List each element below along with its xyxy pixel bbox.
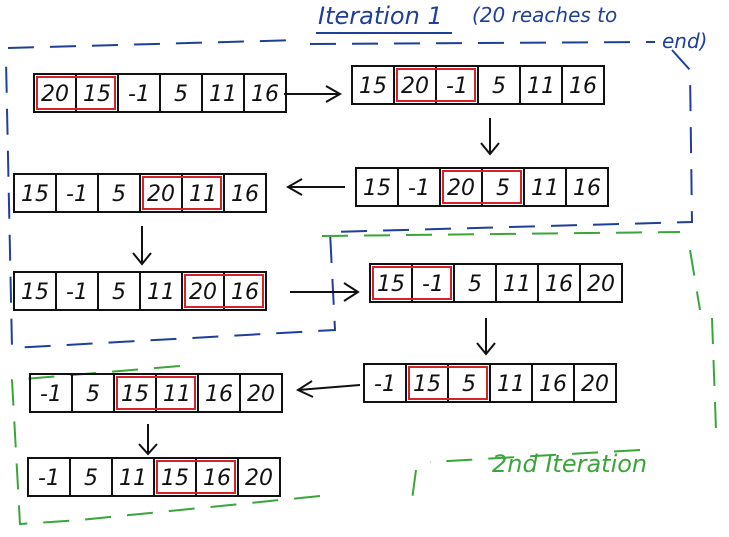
array-cell-value: 5 — [86, 382, 100, 407]
swap-highlight — [142, 176, 222, 210]
array-cell-value: 15 — [161, 466, 189, 491]
array-cell-value: 16 — [205, 382, 233, 407]
swap-highlight — [408, 366, 488, 400]
left-arrow-1 — [285, 178, 345, 196]
array-cell-value: -1 — [66, 182, 88, 207]
array-cell-value: 5 — [112, 280, 126, 305]
array-cell-value: -1 — [128, 82, 150, 107]
swap-highlight — [396, 68, 476, 102]
array-cell-value: -1 — [40, 382, 62, 407]
array-cell-value: 15 — [377, 272, 405, 297]
array-cell-value: 15 — [21, 280, 49, 305]
array-cell-value: 20 — [247, 382, 275, 407]
iteration1-region — [5, 39, 694, 350]
array-row: 15 20 -1 5 11 16 — [351, 65, 605, 105]
iteration1-title: Iteration 1 — [318, 2, 443, 30]
right-arrow-2 — [290, 282, 360, 302]
array-cell-value: 16 — [573, 176, 601, 201]
down-arrow-3 — [476, 318, 496, 356]
array-cell-value: -1 — [374, 372, 396, 397]
array-cell-value: 20 — [587, 272, 615, 297]
down-arrow-2 — [132, 226, 152, 266]
array-row: -1 5 11 15 16 20 — [27, 457, 281, 497]
array-cell-value: 5 — [174, 82, 188, 107]
swap-highlight — [156, 460, 236, 494]
array-row: 15 -1 5 11 16 20 — [369, 263, 623, 303]
array-cell-value: 11 — [209, 82, 237, 107]
array-cell-value: 11 — [527, 74, 555, 99]
array-row: 15 -1 20 5 11 16 — [355, 167, 609, 207]
array-cell-value: 5 — [112, 182, 126, 207]
iteration1-note: (20 reaches to — [472, 3, 617, 27]
array-cell-value: 16 — [231, 182, 259, 207]
array-cell-value: 11 — [497, 372, 525, 397]
array-cell-value: 11 — [503, 272, 531, 297]
right-arrow-1 — [284, 85, 343, 103]
array-cell-value: 16 — [203, 466, 231, 491]
down-arrow-4 — [138, 424, 158, 456]
array-cell-value: 16 — [545, 272, 573, 297]
array-cell-value: 5 — [496, 176, 510, 201]
iteration2-region — [10, 231, 717, 526]
swap-highlight — [442, 170, 522, 204]
array-cell-value: 15 — [413, 372, 441, 397]
swap-highlight — [36, 76, 116, 110]
array-cell-value: 5 — [468, 272, 482, 297]
array-cell-value: 11 — [147, 280, 175, 305]
array-cell-value: 16 — [539, 372, 567, 397]
array-cell-value: 20 — [401, 74, 429, 99]
array-row: -1 5 15 11 16 20 — [29, 373, 283, 413]
array-cell-value: 20 — [447, 176, 475, 201]
iteration1-note-end: end) — [662, 29, 707, 53]
left-arrow-2 — [295, 380, 361, 398]
down-arrow-1 — [480, 118, 500, 156]
array-row: 15 -1 5 20 11 16 — [13, 173, 267, 213]
array-row: -1 15 5 11 16 20 — [363, 363, 617, 403]
array-cell-value: 16 — [569, 74, 597, 99]
array-cell-value: 15 — [83, 82, 111, 107]
array-cell-value: 11 — [119, 466, 147, 491]
array-cell-value: 20 — [245, 466, 273, 491]
array-cell-value: 16 — [231, 280, 259, 305]
array-row: 15 -1 5 11 20 16 — [13, 271, 267, 311]
array-cell-value: 15 — [359, 74, 387, 99]
array-cell-value: 11 — [189, 182, 217, 207]
transition-arrows — [132, 85, 500, 456]
array-cell-value: 20 — [581, 372, 609, 397]
array-cell-value: 11 — [531, 176, 559, 201]
array-cell-value: 15 — [363, 176, 391, 201]
array-cell-value: 5 — [492, 74, 506, 99]
array-cell-value: -1 — [408, 176, 430, 201]
array-cell-value: 20 — [41, 82, 69, 107]
array-cell-value: -1 — [422, 272, 444, 297]
array-cell-value: 15 — [121, 382, 149, 407]
array-cell-value: -1 — [38, 466, 60, 491]
swap-highlight — [116, 376, 196, 410]
array-cell-value: 5 — [84, 466, 98, 491]
array-cell-value: 11 — [163, 382, 191, 407]
array-cell-value: 5 — [462, 372, 476, 397]
iteration2-title: 2nd Iteration — [492, 450, 647, 478]
array-cell-value: -1 — [66, 280, 88, 305]
array-cell-value: 15 — [21, 182, 49, 207]
array-cell-value: 20 — [189, 280, 217, 305]
array-cell-value: -1 — [446, 74, 468, 99]
swap-highlight — [372, 266, 452, 300]
array-row: 20 15 -1 5 11 16 — [33, 73, 287, 113]
array-cell-value: 16 — [251, 82, 279, 107]
swap-highlight — [184, 274, 264, 308]
array-cell-value: 20 — [147, 182, 175, 207]
